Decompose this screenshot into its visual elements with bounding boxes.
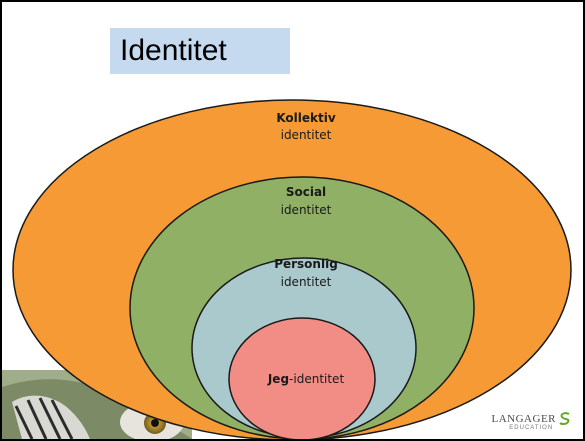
logo-wordmark: LANGAGER xyxy=(491,413,556,425)
title-box: Identitet xyxy=(110,28,290,74)
logo-subtitle: EDUCATION xyxy=(509,425,554,431)
langager-s-mark-icon xyxy=(559,412,570,425)
slide-title: Identitet xyxy=(120,34,227,67)
collective-label-bold: Kollektiv xyxy=(276,111,336,125)
collective-label-rest: identitet xyxy=(281,128,332,142)
personal-label-rest: identitet xyxy=(281,275,332,289)
self-label-bold: Jeg xyxy=(267,372,289,386)
self-identity-label: Jeg-identitet xyxy=(267,372,345,386)
personal-label-bold: Personlig xyxy=(274,257,338,271)
self-identity-ring xyxy=(228,317,376,439)
self-label-rest: -identitet xyxy=(289,372,344,386)
social-label-rest: identitet xyxy=(281,203,332,217)
langager-logo: LANGAGER EDUCATION xyxy=(492,412,572,431)
social-label-bold: Social xyxy=(286,185,326,199)
